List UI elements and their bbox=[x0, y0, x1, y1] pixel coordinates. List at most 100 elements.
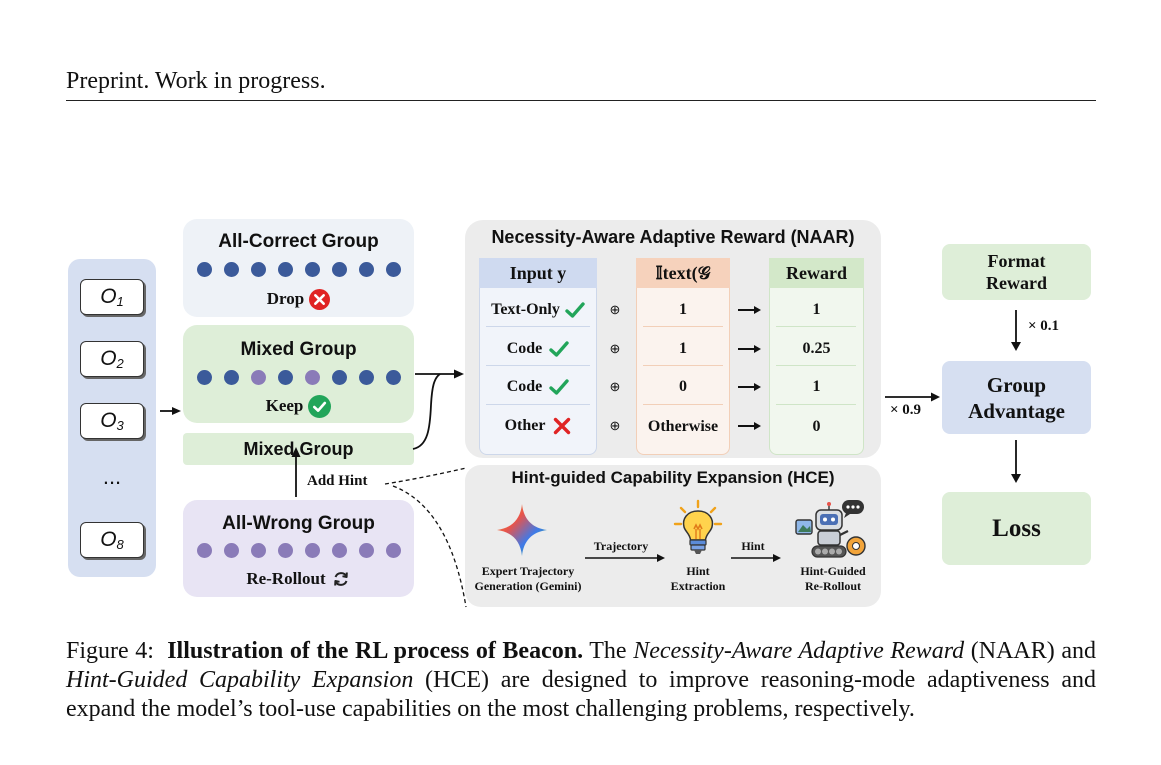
naar-title: Necessity-Aware Adaptive Reward (NAAR) bbox=[491, 227, 855, 247]
blue-dot bbox=[277, 262, 293, 277]
all-correct-group: All-Correct Group Drop bbox=[183, 219, 414, 317]
hint-extraction-label: Hint Extraction bbox=[670, 564, 726, 593]
green-check-icon bbox=[549, 341, 569, 357]
mixed-group: Mixed Group Keep bbox=[183, 325, 414, 423]
indicator-column-body bbox=[636, 258, 730, 455]
naar-row-4-input: Other bbox=[479, 414, 597, 438]
add-hint-label: Add Hint bbox=[307, 473, 368, 489]
lightbulb-icon bbox=[673, 499, 723, 554]
hce-panel: Hint-guided Capability Expansion (HCE) bbox=[465, 465, 881, 607]
row-divider bbox=[486, 326, 590, 327]
row-divider bbox=[776, 326, 856, 327]
red-cross-circle-icon bbox=[309, 288, 331, 310]
green-check-circle-icon bbox=[308, 394, 332, 418]
mixed-title: Mixed Group bbox=[240, 339, 357, 360]
row-divider bbox=[486, 365, 590, 366]
connector-lines bbox=[160, 369, 467, 608]
purple-dot bbox=[250, 543, 266, 558]
naar-row-3-oplus: ⊕ bbox=[609, 379, 621, 394]
naar-row-2-oplus: ⊕ bbox=[609, 341, 621, 356]
purple-dot bbox=[304, 543, 320, 558]
weight-naar-label: × 0.9 bbox=[890, 402, 922, 418]
figure-caption: Figure 4: Illustration of the RL process… bbox=[66, 637, 1096, 724]
all-wrong-dots bbox=[183, 543, 414, 558]
hint-arrow bbox=[731, 554, 781, 562]
hint-arrow-label: Hint bbox=[741, 539, 765, 553]
arrow-right-icon bbox=[738, 422, 761, 430]
expert-trajectory-label: Expert Trajectory Generation (Gemini) bbox=[474, 564, 582, 593]
naar-row-2-arrow bbox=[736, 337, 764, 361]
caption-italic-2: Hint-Guided Capability Expansion bbox=[66, 667, 414, 693]
blue-dot bbox=[250, 262, 266, 277]
loss-box: Loss bbox=[942, 492, 1091, 565]
output-ellipsis: ... bbox=[102, 464, 122, 489]
purple-dot bbox=[331, 543, 347, 558]
caption-text-2: (NAAR) and bbox=[964, 638, 1097, 664]
row-divider bbox=[776, 404, 856, 405]
blue-dot bbox=[358, 370, 374, 385]
robot-icon bbox=[795, 500, 866, 558]
blue-dot bbox=[304, 262, 320, 277]
all-wrong-title: All-Wrong Group bbox=[222, 513, 375, 534]
naar-row-2-indicator: 1 bbox=[679, 340, 687, 357]
trajectory-arrow-label: Trajectory bbox=[593, 539, 649, 553]
hint-guided-rerollout-label: Hint-Guided Re-Rollout bbox=[800, 564, 866, 593]
row-divider bbox=[486, 404, 590, 405]
rerollout-label-row: Re-Rollout bbox=[183, 567, 414, 591]
caption-text-3: (HCE) are designed to improve reasoning-… bbox=[66, 667, 1096, 722]
blue-dot bbox=[196, 262, 212, 277]
green-check-icon bbox=[565, 302, 585, 318]
purple-dot bbox=[385, 543, 401, 558]
indicator-column-header: 𝕀text(𝒢 bbox=[636, 258, 730, 288]
naar-row-4-reward: 0 bbox=[812, 418, 821, 435]
naar-row-3-arrow bbox=[736, 375, 764, 399]
hce-title: Hint-guided Capability Expansion (HCE) bbox=[511, 468, 835, 487]
red-cross-icon bbox=[554, 417, 571, 435]
trajectory-arrow bbox=[585, 554, 665, 562]
naar-row-3-reward: 1 bbox=[812, 378, 821, 395]
advantage-to-loss-arrow bbox=[1011, 440, 1021, 483]
all-wrong-group: All-Wrong Group Re-Rollout bbox=[183, 500, 414, 597]
purple-dot bbox=[223, 543, 239, 558]
blue-dot bbox=[331, 262, 347, 277]
naar-row-3-indicator: 0 bbox=[679, 378, 687, 395]
reward-column-header: Reward bbox=[769, 258, 864, 288]
blue-dot bbox=[223, 262, 239, 277]
green-check-icon bbox=[549, 379, 569, 395]
purple-dot bbox=[250, 370, 266, 385]
naar-to-advantage-arrow bbox=[885, 392, 940, 402]
row-divider bbox=[643, 326, 723, 327]
mixed-group-2: Mixed Group bbox=[183, 433, 414, 465]
weight-format-label: × 0.1 bbox=[1028, 318, 1060, 334]
naar-row-4-arrow bbox=[736, 414, 764, 438]
reward-column-body bbox=[769, 258, 864, 455]
row-divider bbox=[643, 404, 723, 405]
input-column-header: Input y bbox=[479, 258, 597, 288]
naar-row-1-reward: 1 bbox=[812, 301, 821, 318]
blue-dot bbox=[385, 370, 401, 385]
all-correct-title: All-Correct Group bbox=[218, 231, 379, 252]
naar-row-1-oplus: ⊕ bbox=[609, 302, 621, 317]
naar-row-2-reward: 0.25 bbox=[802, 340, 831, 357]
naar-row-1-arrow bbox=[736, 298, 764, 322]
row-divider bbox=[776, 365, 856, 366]
naar-row-1-input: Text-Only bbox=[479, 298, 597, 322]
refresh-icon bbox=[333, 572, 348, 586]
running-header: Preprint. Work in progress. bbox=[66, 68, 326, 94]
naar-row-4-oplus: ⊕ bbox=[609, 418, 621, 433]
drop-label-row: Drop bbox=[183, 287, 414, 311]
arrow-right-icon bbox=[738, 345, 761, 353]
keep-label-row: Keep bbox=[183, 394, 414, 418]
rerollout-label: Re-Rollout bbox=[246, 569, 326, 588]
caption-label: Figure 4: bbox=[66, 638, 154, 664]
blue-dot bbox=[358, 262, 374, 277]
header-rule bbox=[66, 100, 1096, 101]
purple-dot bbox=[358, 543, 374, 558]
blue-dot bbox=[385, 262, 401, 277]
arrow-right-icon bbox=[738, 306, 761, 314]
blue-dot bbox=[277, 370, 293, 385]
